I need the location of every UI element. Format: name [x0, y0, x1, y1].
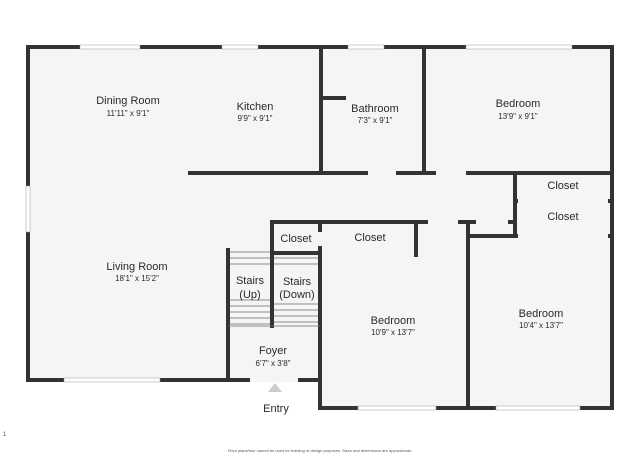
stairs-up-line1: Stairs [236, 275, 265, 287]
foyer-dims: 6'7" x 3'8" [256, 359, 291, 368]
foyer-name: Foyer [259, 345, 287, 357]
kitchen-name: Kitchen [237, 101, 274, 113]
dining-room-dims: 11'11" x 9'1" [107, 109, 150, 118]
kitchen-dims: 9'9" x 9'1" [238, 114, 273, 123]
closet-mid-name: Closet [354, 232, 385, 244]
living-room-name: Living Room [106, 261, 167, 273]
windows [25, 44, 581, 411]
bathroom-name: Bathroom [351, 103, 399, 115]
bedroom-top-dims: 13'9" x 9'1" [498, 112, 538, 121]
stairs-up-line2: (Up) [239, 289, 260, 301]
bedroom-mid-dims: 10'9" x 13'7" [371, 328, 415, 337]
bedroom-right-name: Bedroom [519, 308, 564, 320]
page-number: 1 [3, 432, 7, 438]
disclaimer-text: Floor plans/tour cannot be used for buil… [228, 448, 412, 453]
closet-right-1-name: Closet [547, 180, 578, 192]
door-openings [250, 171, 608, 382]
bedroom-mid-name: Bedroom [371, 315, 416, 327]
living-room-dims: 18'1" x 15'2" [115, 274, 159, 283]
entry-label: Entry [263, 403, 289, 415]
bedroom-right-dims: 10'4" x 13'7" [519, 321, 563, 330]
closet-right-2-name: Closet [547, 211, 578, 223]
bedroom-top-name: Bedroom [496, 98, 541, 110]
bathroom-dims: 7'3" x 9'1" [358, 116, 393, 125]
closet-small-name: Closet [280, 233, 311, 245]
stairs-down-line2: (Down) [279, 289, 314, 301]
dining-room-name: Dining Room [96, 95, 160, 107]
stairs-treads [228, 251, 320, 327]
stairs-down-line1: Stairs [283, 276, 312, 288]
entry-arrow-icon [268, 383, 282, 392]
room-labels: Dining Room 11'11" x 9'1" Kitchen 9'9" x… [96, 95, 578, 415]
